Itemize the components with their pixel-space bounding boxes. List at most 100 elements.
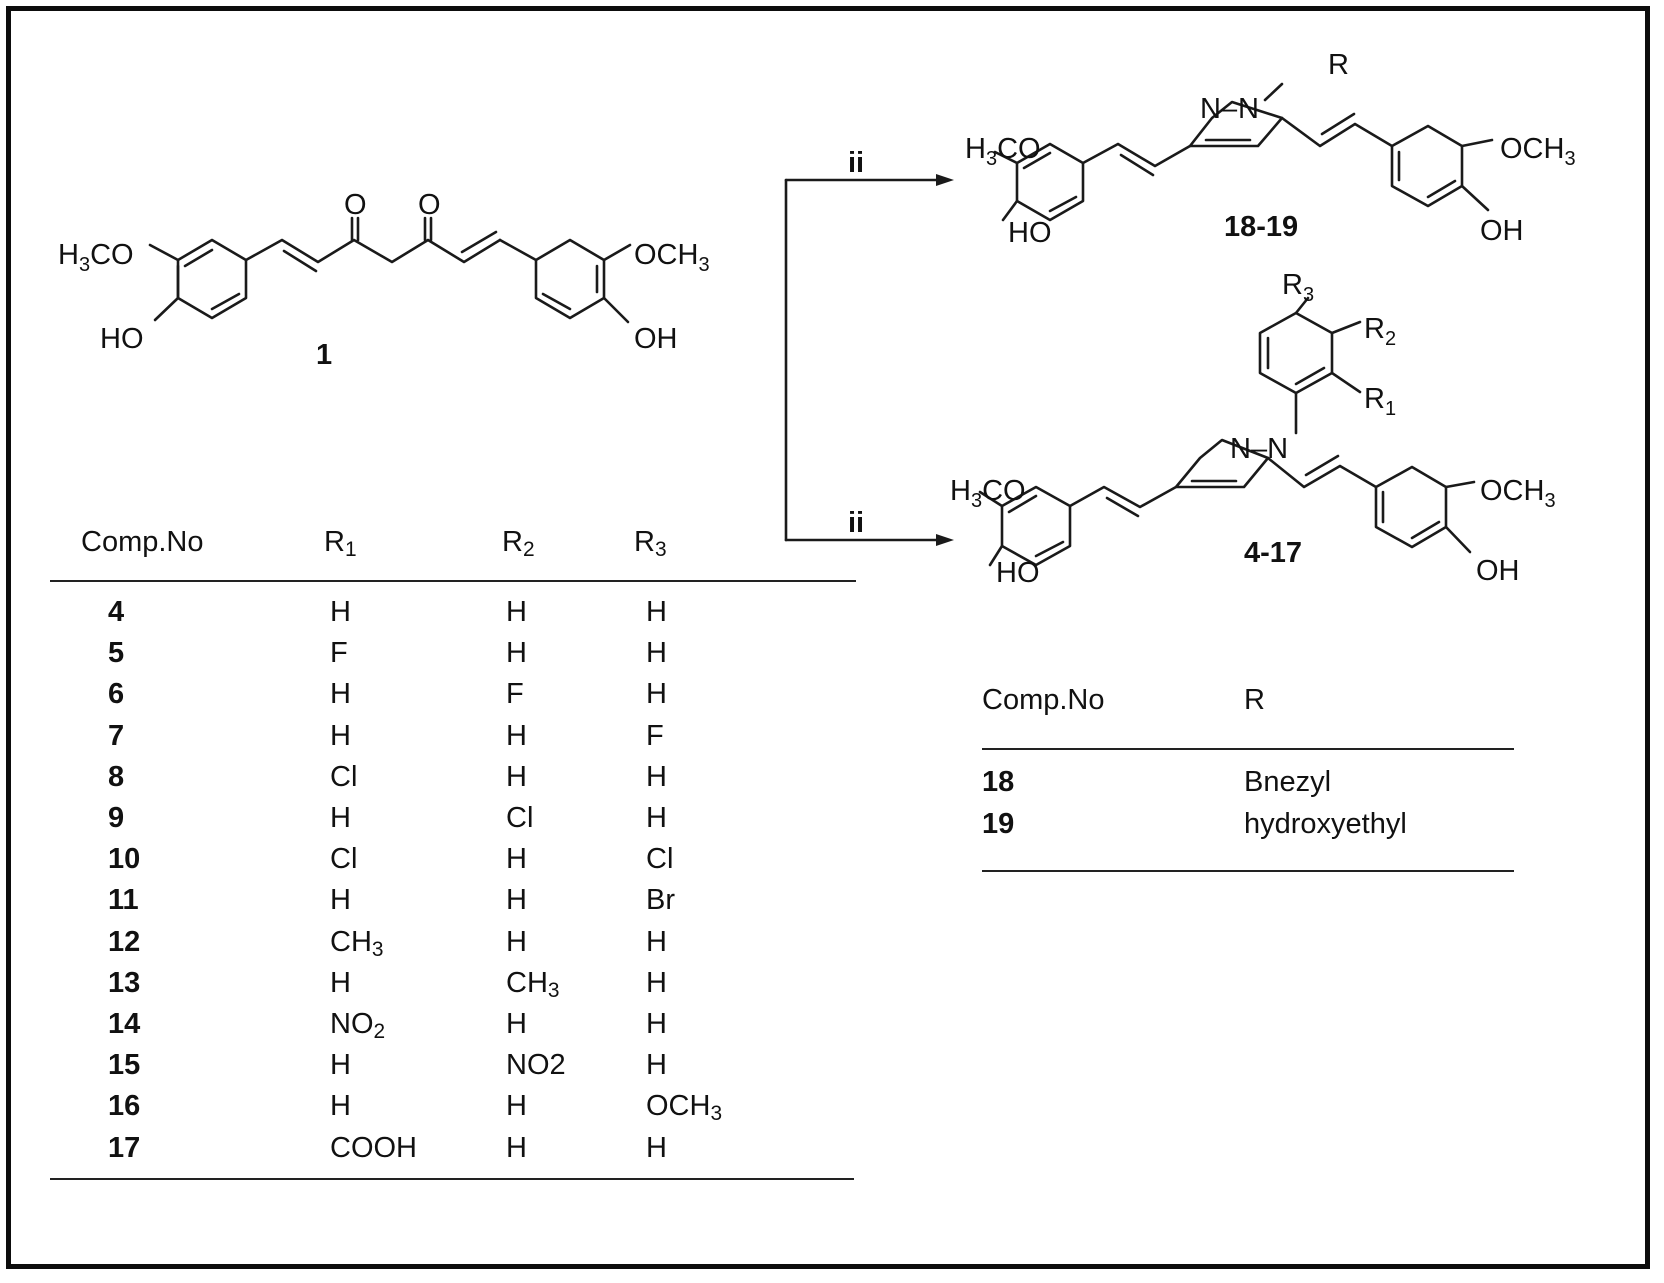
left-table-r3-cell: H (646, 678, 667, 711)
left-table-r3-cell: H (646, 760, 667, 793)
left-table-compno-cell: 4 (108, 596, 125, 628)
right-table-rule-bottom (982, 870, 1514, 872)
left-table-r1-cell: F (330, 637, 348, 670)
right-table-r-cell: hydroxyethyl (1244, 808, 1407, 840)
compound-1-structure (148, 216, 632, 324)
left-table-compno-cell: 7 (108, 719, 125, 752)
left-table-header-r1: R1 (324, 526, 357, 562)
left-table-r3-cell: H (646, 637, 667, 670)
left-table-header-r3: R3 (634, 526, 667, 562)
left-table-r3-cell: H (646, 1131, 667, 1164)
compound-1-carbonyl-left: O (344, 189, 367, 221)
left-table-r3-cell: H (646, 1008, 667, 1040)
left-table-r1-cell: H (330, 1090, 351, 1123)
product-top-r-label: R (1328, 49, 1349, 81)
product-top-number: 18-19 (1224, 211, 1298, 243)
reaction-arrows (784, 178, 942, 542)
left-table-r2-cell: H (506, 760, 527, 793)
left-table-r2-cell: H (506, 843, 527, 876)
right-table-header-compno: Comp.No (982, 684, 1105, 716)
left-table-compno-cell: 17 (108, 1131, 141, 1164)
right-table-compno-cell: 19 (982, 808, 1015, 840)
left-table-r1-cell: CH3 (330, 925, 384, 961)
product-top-methoxy-left: H3CO (965, 133, 1041, 170)
arrow-head-bottom (936, 534, 954, 546)
product-bottom-number: 4-17 (1244, 537, 1302, 569)
left-table-r2-cell: H (506, 1131, 527, 1164)
left-table-r2-cell: F (506, 678, 524, 711)
left-table-compno-cell: 8 (108, 760, 125, 793)
left-table-r2-cell: H (506, 1008, 527, 1040)
compound-1-methoxy-right: OCH3 (634, 239, 710, 276)
left-table-compno-cell: 5 (108, 637, 125, 670)
product-bottom-methoxy-left: H3CO (950, 475, 1026, 512)
left-table-r1-cell: NO2 (330, 1008, 386, 1044)
aryl-r1-label: R1 (1364, 383, 1396, 420)
compound-1-methoxy-left: H3CO (58, 239, 134, 276)
left-table-r2-cell: Cl (506, 802, 534, 834)
left-table-r1-cell: H (330, 596, 351, 628)
left-table-r3-cell: H (646, 966, 667, 999)
arrow-head-top (936, 174, 954, 186)
product-bottom-hydroxy-right: OH (1476, 555, 1520, 587)
left-table-r2-cell: CH3 (506, 966, 560, 1003)
left-table-compno-cell: 10 (108, 843, 141, 876)
left-table-r2-cell: H (506, 925, 527, 958)
left-table-r2-cell: H (506, 719, 527, 752)
product-top-n2: N– (1200, 93, 1238, 125)
left-table-r2-cell: H (506, 884, 527, 917)
left-table-r3-cell: H (646, 802, 667, 834)
product-bottom-n-pair: N–N (1230, 433, 1288, 465)
left-table-compno-cell: 6 (108, 678, 125, 711)
left-table-compno-cell: 13 (108, 966, 141, 999)
left-table-r1-cell: H (330, 884, 351, 917)
left-table-header-compno: Comp.No (81, 526, 204, 558)
left-table-rule-bottom (50, 1178, 854, 1180)
product-4-17-structure (978, 296, 1476, 567)
left-table-r3-cell: Cl (646, 843, 674, 876)
left-table-rule-top (50, 580, 856, 582)
left-table-r2-cell: NO2 (506, 1049, 566, 1082)
left-table-r1-cell: H (330, 678, 351, 711)
left-table-r3-cell: H (646, 596, 667, 628)
right-table-rule-top (982, 748, 1514, 750)
product-18-19-structure (993, 82, 1494, 222)
left-table-r1-cell: H (330, 966, 351, 999)
left-table-compno-cell: 11 (108, 884, 139, 917)
left-table-compno-cell: 12 (108, 925, 141, 958)
left-table-r3-cell: F (646, 719, 664, 752)
aryl-r2-label: R2 (1364, 313, 1396, 350)
product-bottom-hydroxy-left: HO (996, 557, 1040, 589)
left-table-compno-cell: 9 (108, 802, 125, 834)
compound-1-hydroxy-left: HO (100, 323, 144, 355)
compound-1-number: 1 (316, 339, 332, 371)
left-table-header-r2: R2 (502, 526, 535, 562)
product-top-n1: N (1238, 93, 1259, 125)
left-table-compno-cell: 14 (108, 1008, 141, 1040)
left-table-r1-cell: H (330, 802, 351, 834)
left-table-r1-cell: Cl (330, 760, 358, 793)
left-table-r3-cell: H (646, 925, 667, 958)
aryl-r3-label: R3 (1282, 269, 1314, 306)
left-table-compno-cell: 16 (108, 1090, 141, 1123)
left-table-r3-cell: OCH3 (646, 1090, 723, 1126)
right-table-compno-cell: 18 (982, 766, 1015, 798)
left-table-r1-cell: H (330, 719, 351, 752)
product-bottom-methoxy-right: OCH3 (1480, 475, 1556, 512)
left-table-r1-cell: H (330, 1049, 351, 1082)
left-table-r1-cell: Cl (330, 843, 358, 876)
product-top-hydroxy-left: HO (1008, 217, 1052, 249)
product-top-hydroxy-right: OH (1480, 215, 1524, 247)
reagent-label-bottom: ii (848, 507, 864, 539)
left-table-r2-cell: H (506, 637, 527, 670)
compound-1-hydroxy-right: OH (634, 323, 678, 355)
figure-border (6, 6, 1650, 1269)
left-table-r1-cell: COOH (330, 1131, 417, 1164)
reagent-label-top: ii (848, 147, 864, 179)
compound-1-carbonyl-right: O (418, 189, 441, 221)
left-table-compno-cell: 15 (108, 1049, 141, 1082)
right-table-header-r: R (1244, 684, 1265, 716)
left-table-r3-cell: H (646, 1049, 667, 1082)
left-table-r2-cell: H (506, 1090, 527, 1123)
